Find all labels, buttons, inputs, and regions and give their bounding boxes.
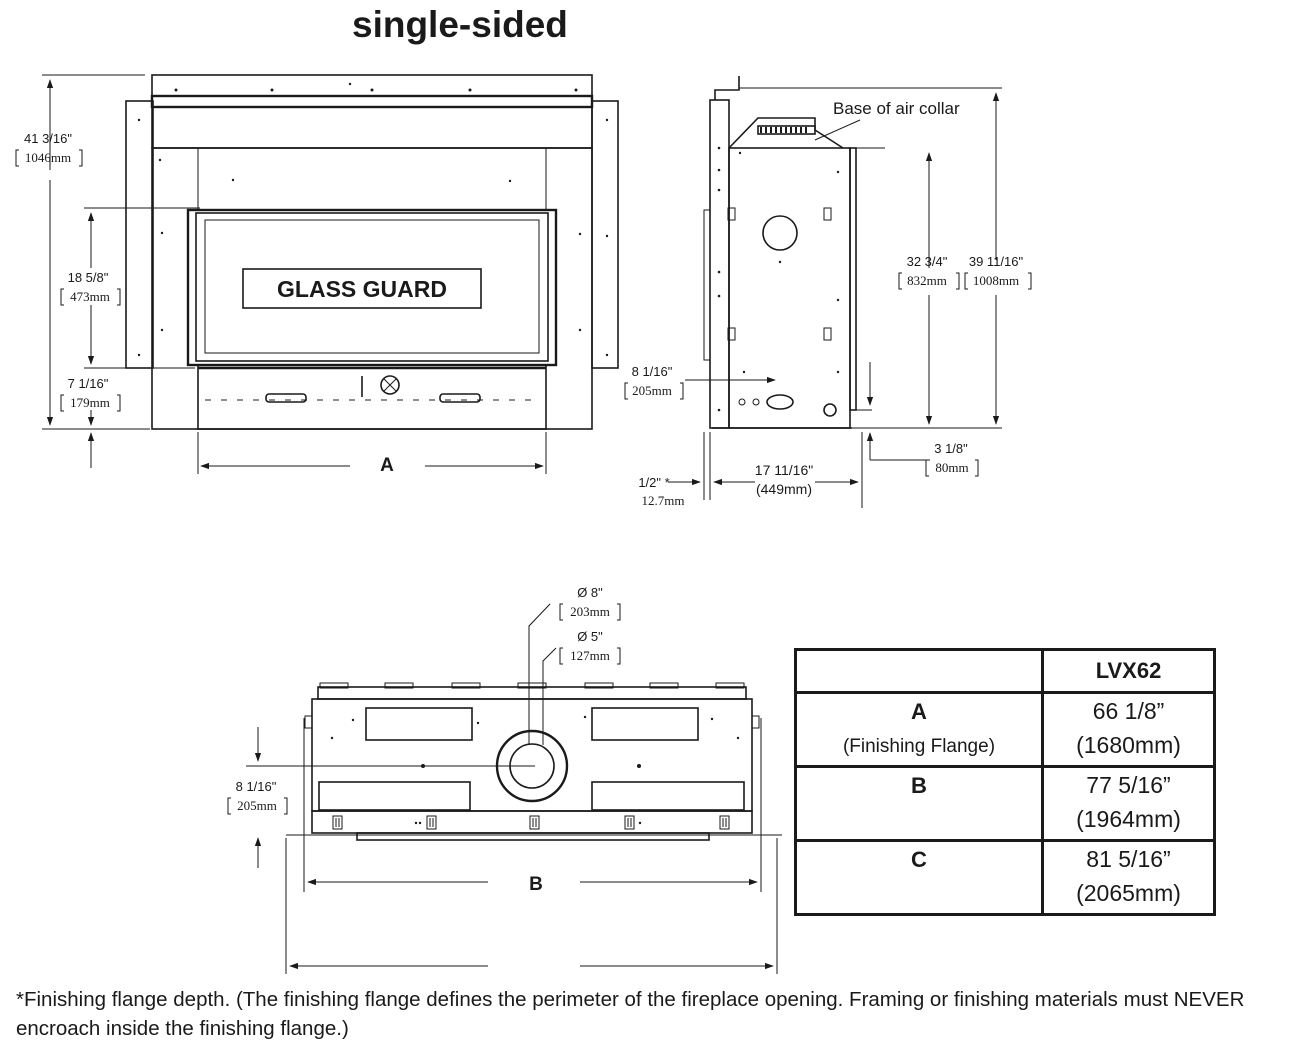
dimension-a-label: A: [380, 455, 394, 476]
inner-collar-imperial: Ø 5": [577, 629, 603, 644]
value-metric: (1964mm): [1076, 806, 1181, 832]
side-view-dimensions: [668, 92, 1002, 508]
base-height-metric: 80mm: [935, 460, 968, 475]
collar-offset-imperial: 8 1/16": [236, 779, 277, 794]
flange-depth-metric: 12.7mm: [642, 493, 685, 508]
dimension-letter: B: [911, 773, 927, 798]
glass-height-imperial: 18 5/8": [68, 270, 109, 285]
inlet-height-imperial: 8 1/16": [632, 364, 673, 379]
inlet-height-metric: 205mm: [632, 383, 672, 398]
table-header-row: LVX62: [794, 648, 1216, 694]
total-height-metric: 1008mm: [973, 273, 1019, 288]
depth-imperial: 17 11/16": [755, 462, 813, 478]
side-view: [703, 76, 1002, 429]
table-cell-dimension: C: [794, 839, 1044, 916]
bottom-height-metric: 179mm: [70, 395, 110, 410]
value-metric: (1680mm): [1076, 732, 1181, 758]
table-row: C 81 5/16” (2065mm): [794, 839, 1216, 916]
table-cell-dimension: A (Finishing Flange): [794, 691, 1044, 768]
dimension-letter: C: [911, 847, 927, 872]
table-row: B 77 5/16” (1964mm): [794, 765, 1216, 842]
top-view: [286, 682, 782, 841]
value-imperial: 77 5/16”: [1086, 772, 1171, 798]
base-height-imperial: 3 1/8": [934, 441, 968, 456]
collar-offset-metric: 205mm: [237, 798, 277, 813]
opening-height-metric: 832mm: [907, 273, 947, 288]
table-row: A (Finishing Flange) 66 1/8” (1680mm): [794, 691, 1216, 768]
dimension-table: LVX62 A (Finishing Flange) 66 1/8” (1680…: [794, 648, 1216, 916]
table-header-model: LVX62: [1041, 648, 1216, 694]
table-cell-dimension: B: [794, 765, 1044, 842]
value-imperial: 81 5/16”: [1086, 846, 1171, 872]
footnote: *Finishing flange depth. (The finishing …: [16, 988, 1245, 1040]
metric-brackets-front: [15, 149, 121, 412]
outer-collar-metric: 203mm: [570, 604, 610, 619]
glass-guard-label: GLASS GUARD: [277, 276, 447, 302]
inner-collar-metric: 127mm: [570, 648, 610, 663]
value-metric: (2065mm): [1076, 880, 1181, 906]
glass-height-metric: 473mm: [70, 289, 110, 304]
bottom-height-imperial: 7 1/16": [68, 376, 109, 391]
outer-collar-imperial: Ø 8": [577, 585, 603, 600]
dimension-subtitle: (Finishing Flange): [842, 736, 996, 757]
front-view-dimensions: [42, 74, 547, 474]
front-view: [125, 74, 619, 430]
diagram-title: single-sided: [352, 4, 568, 45]
table-cell-value: 81 5/16” (2065mm): [1041, 839, 1216, 916]
overall-height-imperial: 41 3/16": [24, 131, 72, 146]
overall-height-metric: 1046mm: [25, 150, 71, 165]
opening-height-imperial: 32 3/4": [907, 254, 948, 269]
metric-brackets-top: [227, 603, 621, 815]
flange-depth-imperial: 1/2" *: [638, 475, 669, 490]
table-cell-value: 66 1/8” (1680mm): [1041, 691, 1216, 768]
top-view-dimensions: [246, 603, 778, 974]
metric-brackets-side: [624, 272, 1032, 477]
dimension-b-label: B: [529, 874, 543, 895]
air-collar-label: Base of air collar: [833, 99, 960, 118]
depth-metric: (449mm): [756, 481, 812, 497]
dimension-letter: A: [911, 699, 927, 724]
table-header-blank: [794, 648, 1044, 694]
value-imperial: 66 1/8”: [1092, 698, 1165, 724]
table-cell-value: 77 5/16” (1964mm): [1041, 765, 1216, 842]
total-height-imperial: 39 11/16": [969, 254, 1024, 269]
